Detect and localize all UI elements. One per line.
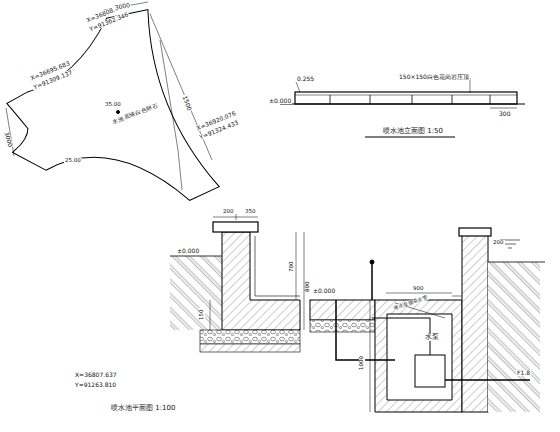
drawing-label: 800 — [305, 280, 311, 293]
pool-elevation — [280, 78, 525, 137]
drawing-label: 水泵 — [424, 334, 440, 341]
drawing-label: 喷水池平面图 1:100 — [110, 405, 176, 412]
drawing-label: 700 — [289, 260, 295, 273]
drawing-label: 200 — [492, 240, 505, 246]
drawing-label: 喷水池立面图 1:50 — [382, 128, 444, 135]
drawing-label: Y=91263.810 — [74, 382, 117, 388]
drawing-label: ±0.000 — [176, 248, 200, 254]
drawing-label: F1.8 — [516, 370, 531, 376]
drawing-label: 25.00 — [64, 158, 82, 164]
drawing-label: 900 — [412, 286, 425, 292]
drawing-label: 1500 — [181, 94, 193, 112]
drawing-label: 35.00 — [104, 102, 122, 108]
drawing-label: ±0.000 — [268, 98, 292, 104]
drawing-label: 3000 — [3, 130, 14, 148]
drawing-label: 150×150白色花岗岩压顶 — [398, 74, 470, 80]
wall-section — [170, 214, 304, 352]
drawing-label: 0.255 — [296, 76, 315, 82]
pump-pit-section — [310, 228, 545, 412]
drawing-label: ±0.000 — [312, 288, 336, 294]
drawing-label: 300 — [498, 111, 511, 117]
drawing-label: X=36807.637 — [74, 372, 118, 378]
drawing-label: 350 — [244, 209, 257, 215]
pool-plan — [6, 2, 216, 198]
drawing-label: 200 — [222, 209, 235, 215]
drawing-label: 3000 — [113, 2, 131, 11]
drawing-label: 150 — [199, 308, 205, 321]
drawing-label: 1000 — [359, 355, 365, 371]
